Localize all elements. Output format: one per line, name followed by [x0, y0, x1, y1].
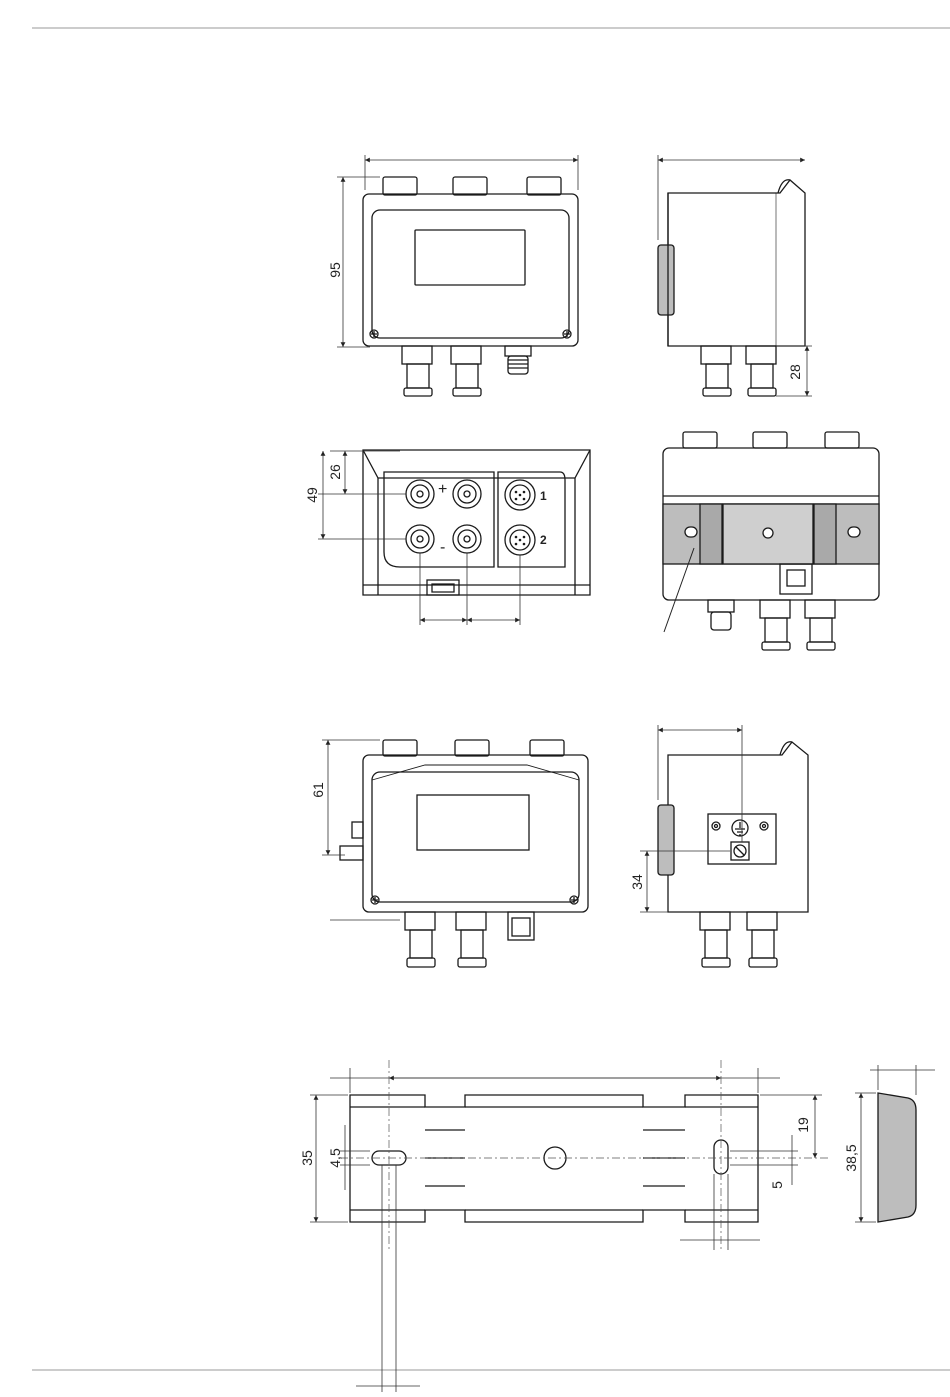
rear-rail-view [663, 432, 879, 650]
rail-bracket-view [350, 1095, 758, 1222]
dim-front-height: 95 [327, 262, 343, 278]
bracket-dim-lines [310, 1068, 822, 1392]
front-view [363, 177, 578, 396]
terminal-dim-lines [640, 725, 742, 912]
label-plus: + [438, 481, 447, 498]
dim-slot-length: 5 [769, 1181, 785, 1189]
label-connector-2: 2 [540, 533, 547, 547]
connector-pins [515, 491, 526, 546]
side-dim-lines [658, 155, 812, 396]
dim-rail-height: 35 [299, 1150, 315, 1166]
dim-port-offset-top: 26 [327, 464, 343, 480]
dim-profile-height: 38,5 [843, 1144, 859, 1171]
dim-port-offset-total: 49 [304, 487, 320, 503]
dim-slot-width: 4,5 [327, 1148, 343, 1168]
rail-profile-view [878, 1093, 916, 1222]
label-connector-1: 1 [540, 489, 547, 503]
dim-mount-side-offset: 34 [629, 874, 645, 890]
side-terminal-view [658, 742, 808, 967]
front-mounted-view [340, 740, 588, 967]
mounted-dim-lines [322, 740, 400, 920]
dim-mount-height: 61 [310, 782, 326, 798]
dim-side-depth: 28 [787, 364, 803, 380]
side-view [658, 180, 805, 396]
ports-dim-lines [318, 451, 520, 625]
label-minus: - [440, 539, 445, 556]
dim-slot-offset: 19 [795, 1117, 811, 1133]
ports-view [363, 450, 590, 595]
